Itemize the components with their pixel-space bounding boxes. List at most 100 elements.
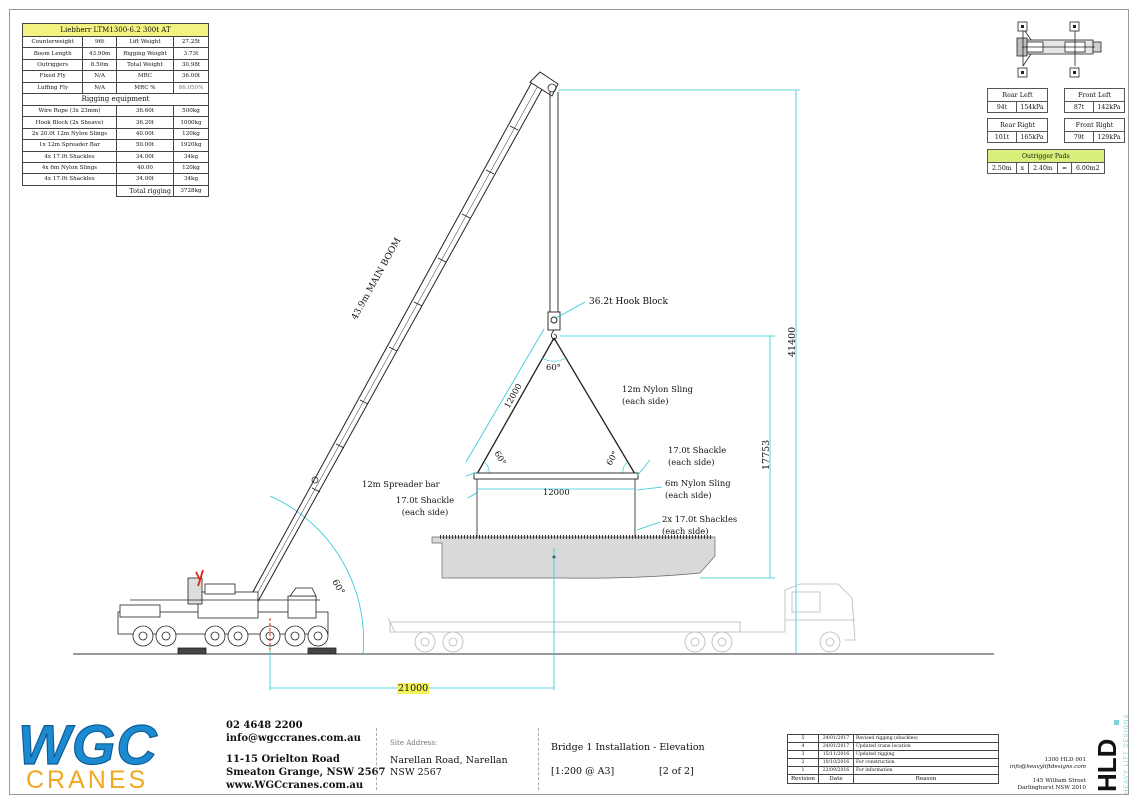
outrigger-pressure: 129kPa [1093,131,1125,143]
boom-angle-arc [269,495,364,655]
pad-width: 2.50m [987,162,1017,174]
spreader-bar [473,472,639,537]
rev-date: 24/01/2017 [818,734,854,743]
drawing-sheet [9,9,1129,795]
truck-and-trailer [387,583,856,653]
counterweight-marker [195,569,204,587]
site-address-1: Narellan Road, Narellan [390,755,508,766]
spec-key: Counterweight [21,35,84,49]
spec-key: Luffing Fly [21,81,84,94]
rev-date: 22/09/2016 [818,766,854,775]
rigging-item: 4x 17.0t Shackles [22,173,117,186]
rev-header-date: Date [818,774,854,784]
hld-logo: HEAVY LIFT DESIGNS HLD [1090,714,1130,798]
spec-title: Liebherr LTM1300-6.2 300t AT [22,23,209,37]
hook-block-label: 36.2t Hook Block [589,297,668,307]
outrigger-pressure: 154kPa [1016,101,1048,113]
bridge-beam-load [431,535,716,579]
shackle-right-line-1: 17.0t Shackle [668,445,727,455]
company-address-2: Smeaton Grange, NSW 2567 [226,767,386,778]
spec-value: 86.050% [172,81,210,94]
load-height-dim: 17753 [761,439,772,470]
pad-equals: = [1056,162,1073,174]
radius-value: 21000 [397,683,430,694]
sling-label-line-2: (each side) [622,396,669,406]
drawing-scale: [1:200 @ A3] [551,766,615,777]
company-website: www.WGCcranes.com.au [226,780,364,791]
rev-number: 2 [787,758,819,767]
spec-value: 3.73t [172,47,210,60]
shackle-left-line-1: 17.0t Shackle [395,495,455,505]
rev-number: 4 [787,742,819,751]
shackles2-line-2: (each side) [662,526,709,536]
pad-length: 2.40m [1028,162,1058,174]
spec-value: 27.25t [172,35,210,49]
total-rigging-value: 3728kg [172,184,210,198]
hoist-ropes [547,92,561,341]
crane-spec-table: Liebherr LTM1300-6.2 300t AT Counterweig… [21,23,210,198]
nylon-slings [476,337,636,475]
rev-reason: For information [853,766,999,775]
divider [376,728,378,790]
site-address-label: Site Address: [390,739,438,747]
sling-label-line-1: 12m Nylon Sling [622,384,693,394]
hld-address-1: 145 William Street [1032,778,1086,784]
spec-value: N/A [82,81,117,94]
company-phone: 02 4648 2200 [226,720,303,731]
outrigger-pressure: 165kPa [1016,131,1048,143]
spec-key: Rigging Weight [115,47,174,60]
logo-cranes-text: CRANES [26,766,148,793]
spec-value: 43.90m [82,47,117,60]
hld-logo-square [1114,720,1119,725]
spec-key: MRC % [115,81,174,94]
hld-phone: 1300 HLD 001 [1044,757,1086,763]
rev-number: 3 [787,750,819,759]
divider [538,728,540,790]
hld-tagline: HEAVY LIFT DESIGNS [1124,713,1130,794]
spreader-bar-label: 12m Spreader bar [362,479,440,489]
radius-dim: 21000 [397,683,430,694]
hld-email: info@heavyliftdesigns.com [1009,764,1086,770]
rev-date: 10/10/2016 [818,758,854,767]
dimension-lines [269,89,800,690]
sling-angle-top: 60° [546,362,561,372]
company-email: info@wgccranes.com.au [226,733,361,744]
outrigger-load: 87t [1064,101,1094,113]
spreader-length-dim: 12000 [543,487,570,497]
drawing-title: Bridge 1 Installation - Elevation [551,742,705,753]
rev-date: 15/11/2016 [818,750,854,759]
rev-reason: Revised rigging (shackles) [853,734,999,743]
site-address-2: NSW 2567 [390,767,442,778]
rev-number: 1 [787,766,819,775]
spec-key: Boom Length [21,47,84,60]
main-boom [242,71,559,615]
spec-key: Lift Weight [115,35,174,49]
nylon6-line-2: (each side) [665,490,712,500]
rev-header-reason: Reason [853,774,999,784]
pad-area: 6.00m2 [1071,162,1105,174]
rev-reason: Updated crane location [853,742,999,751]
outrigger-pads-table: Outrigger Pads 2.50m x 2.40m = 6.00m2 [987,149,1105,174]
rev-reason: For construction [853,758,999,767]
rev-date: 24/01/2017 [818,742,854,751]
drawing-sheet-number: [2 of 2] [659,766,694,777]
hld-address-2: Darlinghurst NSW 2010 [1017,785,1086,791]
company-address-1: 11-15 Orielton Road [226,754,340,765]
shackles2-line-1: 2x 17.0t Shackles [662,514,738,524]
total-rigging-label: Total rigging [115,184,174,198]
rev-number: 5 [787,734,819,743]
